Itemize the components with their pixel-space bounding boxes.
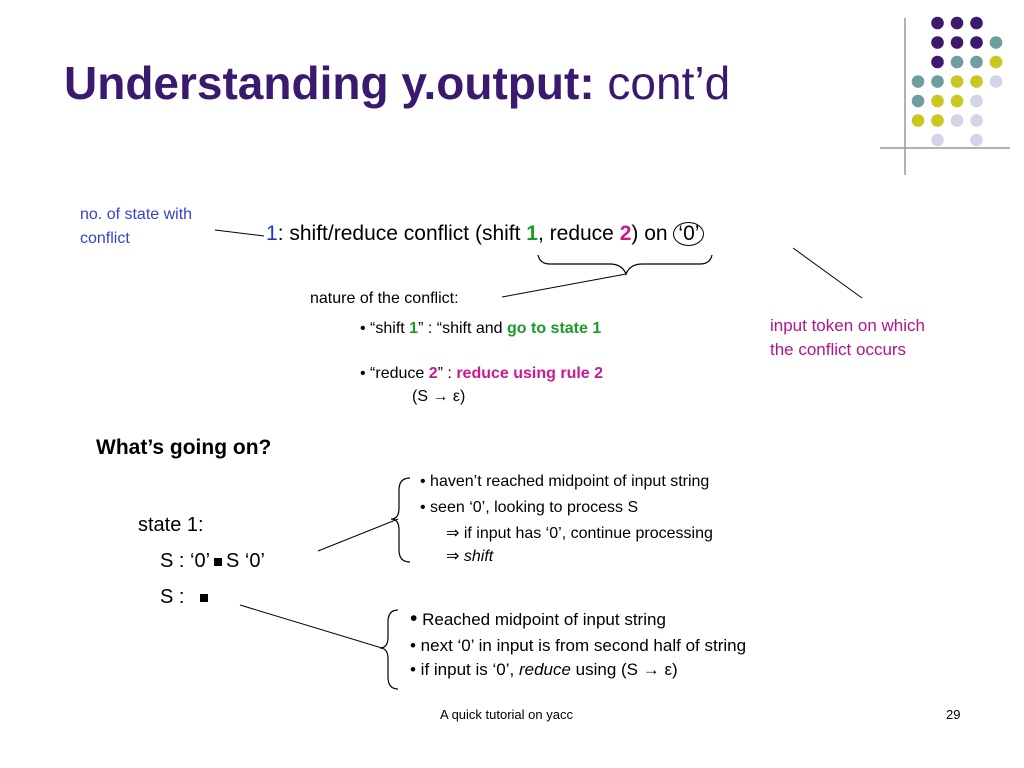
state-number: 1 [266, 222, 278, 245]
page-number: 29 [946, 707, 961, 722]
decor-dot [989, 75, 1003, 88]
reduce-item-connector [239, 604, 383, 649]
decor-dot [970, 114, 983, 127]
upper-note-4: ⇒ shift [446, 546, 493, 566]
item-dot-marker [200, 593, 209, 602]
decor-dot [950, 55, 964, 69]
decor-dot [931, 114, 944, 127]
decor-dot [931, 75, 944, 88]
decor-dot [931, 94, 944, 108]
slide-title: Understanding y.output: cont’d [64, 56, 730, 110]
decor-dot [931, 16, 944, 30]
reduce-bullet-pre: • “reduce [360, 365, 429, 382]
lower-note-1-bullet: • [410, 607, 418, 630]
decor-dot [970, 16, 983, 30]
conflict-brace [537, 254, 713, 276]
nature-label: nature of the conflict: [310, 290, 459, 307]
shift-bullet-mid: ” : “shift and [418, 320, 507, 337]
upper-note-3: ⇒ if input has ‘0’, continue processing [446, 525, 713, 542]
token-annotation-line2: the conflict occurs [770, 340, 907, 359]
state-colon: : [277, 222, 284, 245]
title-light: cont’d [607, 57, 731, 109]
nature-connector [501, 273, 627, 298]
reduce-rule: (S → ε) [412, 388, 466, 405]
lower-note-3-b: using (S → ε) [570, 660, 678, 679]
title-bold: Understanding y.output: [64, 57, 595, 109]
decor-dot [931, 133, 944, 147]
shift-item-connector [317, 518, 399, 552]
state-item-1-b: S ‘0’ [226, 550, 265, 572]
lower-note-3-word: reduce [518, 660, 571, 679]
lower-note-2: • next ‘0’ in input is from second half … [410, 636, 747, 655]
item-dot-marker [214, 557, 223, 566]
shift-bullet-action: go to state 1 [507, 320, 602, 337]
decor-dot [911, 94, 925, 108]
upper-note-2: • seen ‘0’, looking to process S [420, 499, 639, 516]
decor-dot-grid [911, 16, 1003, 147]
lower-note-1-text: Reached midpoint of input string [417, 610, 666, 629]
decor-dot [911, 114, 925, 127]
state-annotation: no. of state with conflict [80, 203, 192, 251]
token-annotation: input token on which the conflict occurs [770, 314, 925, 362]
decor-dot [950, 94, 964, 108]
upper-note-4-arrow: ⇒ [446, 548, 464, 565]
upper-note-4-word: shift [463, 548, 494, 565]
conflict-text-c: ) on [631, 222, 674, 245]
shift-number: 1 [526, 222, 538, 245]
decor-dot [970, 94, 983, 108]
decor-dot [950, 114, 964, 127]
decor-dot [989, 36, 1003, 49]
upper-note-1: • haven’t reached midpoint of input stri… [420, 473, 710, 490]
decor-dot [989, 55, 1003, 69]
conflict-line: 1: shift/reduce conflict (shift 1, reduc… [266, 222, 705, 246]
state-annotation-connector [214, 229, 265, 237]
token-annotation-line1: input token on which [770, 316, 925, 335]
reduce-bullet-num: 2 [428, 365, 438, 382]
whats-going-on-heading: What’s going on? [96, 436, 272, 459]
state-item-2: S : [160, 586, 212, 609]
decor-dot [931, 36, 944, 49]
footer-title: A quick tutorial on yacc [440, 707, 573, 722]
reduce-number: 2 [619, 222, 632, 245]
decor-dot [950, 75, 964, 88]
upper-brace [390, 477, 411, 563]
lower-note-1: • Reached midpoint of input string [410, 607, 666, 631]
state-item-1: S : ‘0’ S ‘0’ [160, 550, 265, 573]
decor-dot [911, 75, 925, 88]
shift-bullet: • “shift 1” : “shift and go to state 1 [360, 320, 601, 338]
lower-brace [379, 609, 399, 690]
conflict-text-a: shift/reduce conflict (shift [283, 222, 527, 245]
state-item-1-a: S : ‘0’ [160, 550, 211, 572]
reduce-bullet-action: reduce using rule 2 [456, 365, 604, 382]
lower-note-3-a: • if input is ‘0’, [410, 660, 519, 679]
decor-dot [970, 36, 983, 49]
reduce-bullet: • “reduce 2” : reduce using rule 2 [360, 365, 603, 383]
decor-dot [970, 75, 983, 88]
conflict-text-b: , reduce [537, 222, 620, 245]
conflict-token-text: ‘0’ [678, 222, 700, 245]
decor-dot [970, 55, 983, 69]
decor-dot [970, 133, 983, 147]
state-annotation-line2: conflict [80, 230, 130, 247]
state-annotation-line1: no. of state with [80, 206, 193, 223]
shift-bullet-num: 1 [409, 320, 419, 337]
shift-bullet-pre: • “shift [360, 320, 410, 337]
lower-note-3: • if input is ‘0’, reduce using (S → ε) [410, 660, 678, 680]
token-connector [792, 247, 863, 299]
state-item-2-a: S : [160, 586, 185, 608]
decor-dot [931, 55, 944, 69]
reduce-bullet-mid: ” : [437, 365, 457, 382]
decor-dot [950, 16, 964, 30]
conflict-token: ‘0’ [673, 222, 705, 246]
decor-dot [950, 36, 964, 49]
state-label: state 1: [138, 514, 204, 536]
